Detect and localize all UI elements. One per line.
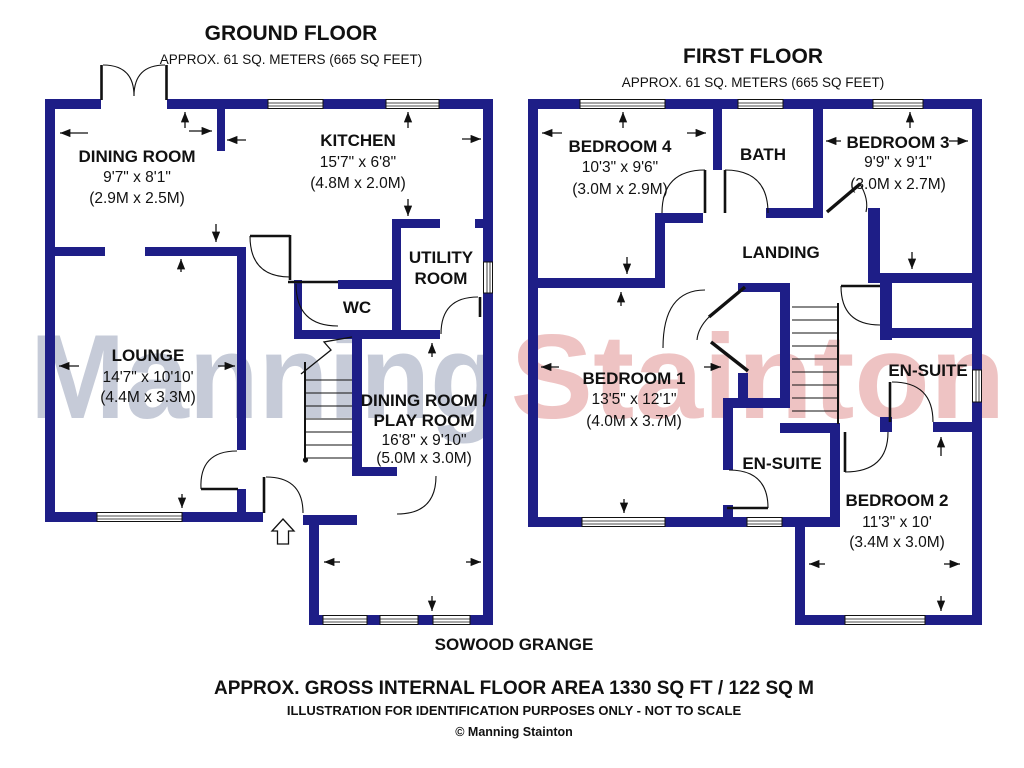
disclaimer: ILLUSTRATION FOR IDENTIFICATION PURPOSES… <box>287 703 742 718</box>
gf-playroom-label-1: DINING ROOM / <box>361 391 488 410</box>
gf-utility-label-2: ROOM <box>415 269 468 288</box>
ground-floor-area: APPROX. 61 SQ. METERS (665 SQ FEET) <box>160 52 423 67</box>
gf-stairs <box>300 336 353 463</box>
first-floor-area: APPROX. 61 SQ. METERS (665 SQ FEET) <box>622 75 885 90</box>
ff-bedroom4-metric: (3.0M x 2.9M) <box>572 181 668 198</box>
ff-bedroom2-label: BEDROOM 2 <box>846 491 949 510</box>
copyright: © Manning Stainton <box>455 725 573 739</box>
first-floor-title: FIRST FLOOR <box>683 45 823 68</box>
ff-labels: BEDROOM 4 10'3" x 9'6" (3.0M x 2.9M) BAT… <box>569 133 968 551</box>
gf-dining-room-imperial: 9'7" x 8'1" <box>103 169 171 186</box>
ff-bedroom1-metric: (4.0M x 3.7M) <box>586 413 682 430</box>
gf-kitchen-imperial: 15'7" x 6'8" <box>320 154 396 171</box>
gf-dining-room-metric: (2.9M x 2.5M) <box>89 190 185 207</box>
gross-floor-area: APPROX. GROSS INTERNAL FLOOR AREA 1330 S… <box>214 678 814 699</box>
gf-kitchen-metric: (4.8M x 2.0M) <box>310 175 406 192</box>
gf-windows <box>96 99 493 625</box>
footer: SOWOOD GRANGE APPROX. GROSS INTERNAL FLO… <box>214 635 814 739</box>
ff-dimension-arrows <box>541 112 968 611</box>
gf-kitchen-label: KITCHEN <box>320 131 396 150</box>
gf-playroom-imperial: 16'8" x 9'10" <box>381 432 466 449</box>
ff-bath-label: BATH <box>740 145 786 164</box>
ff-bedroom4-label: BEDROOM 4 <box>569 137 673 156</box>
ff-bedroom1-imperial: 13'5" x 12'1" <box>591 391 676 408</box>
ff-landing-label: LANDING <box>742 243 819 262</box>
ff-bedroom4-imperial: 10'3" x 9'6" <box>582 159 658 176</box>
gf-lounge-label: LOUNGE <box>112 346 185 365</box>
gf-doors <box>100 64 482 515</box>
ff-bedroom1-label: BEDROOM 1 <box>583 369 686 388</box>
gf-playroom-label-2: PLAY ROOM <box>373 411 474 430</box>
ff-bedroom3-label: BEDROOM 3 <box>847 133 950 152</box>
gf-lounge-metric: (4.4M x 3.3M) <box>100 389 196 406</box>
property-name: SOWOOD GRANGE <box>435 635 594 654</box>
gf-wc-label: WC <box>343 298 371 317</box>
first-floor-plan: BEDROOM 4 10'3" x 9'6" (3.0M x 2.9M) BAT… <box>528 99 982 625</box>
ff-bedroom3-metric: (3.0M x 2.7M) <box>850 176 946 193</box>
ff-bedroom2-metric: (3.4M x 3.0M) <box>849 534 945 551</box>
gf-dimension-arrows <box>59 112 481 611</box>
gf-utility-label-1: UTILITY <box>409 248 474 267</box>
ground-floor-title: GROUND FLOOR <box>205 22 378 45</box>
plan-titles: GROUND FLOOR APPROX. 61 SQ. METERS (665 … <box>160 22 885 90</box>
ff-windows <box>579 99 982 625</box>
gf-entrance-arrow <box>270 518 296 545</box>
ground-floor-plan: DINING ROOM 9'7" x 8'1" (2.9M x 2.5M) KI… <box>45 64 493 625</box>
ff-doors <box>661 169 934 510</box>
ff-ensuite-middle-label: EN-SUITE <box>742 454 821 473</box>
gf-labels: DINING ROOM 9'7" x 8'1" (2.9M x 2.5M) KI… <box>78 131 487 467</box>
ff-ensuite-right-label: EN-SUITE <box>888 361 967 380</box>
ff-bedroom3-imperial: 9'9" x 9'1" <box>864 154 932 171</box>
gf-playroom-metric: (5.0M x 3.0M) <box>376 450 472 467</box>
gf-dining-room-label: DINING ROOM <box>78 147 195 166</box>
ff-stairs <box>792 303 839 424</box>
ff-bedroom2-imperial: 11'3" x 10' <box>862 514 932 531</box>
gf-lounge-imperial: 14'7" x 10'10' <box>102 369 193 386</box>
